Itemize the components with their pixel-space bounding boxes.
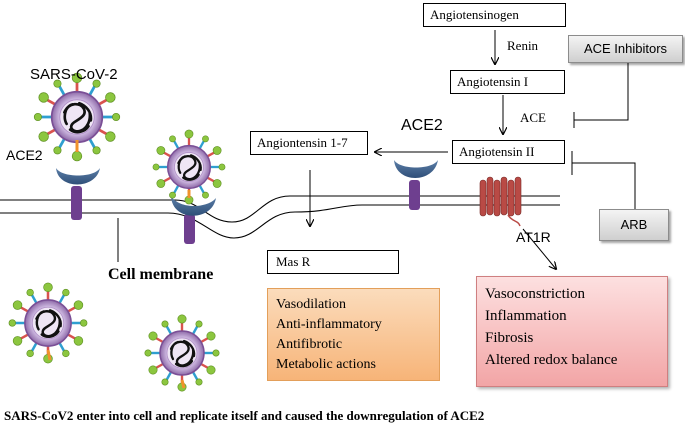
protective-effect-item: Antifibrotic (276, 337, 343, 352)
harmful-effect-item: Fibrosis (485, 330, 534, 346)
angiotensin-ii-box: Angiotensin II (452, 140, 565, 164)
arb-line (572, 162, 636, 209)
membrane-inner-line (0, 204, 560, 239)
harmful-effect-item: Altered redox balance (485, 352, 618, 368)
ace-inhibitor-line (574, 63, 629, 121)
protective-effect-item: Vasodilation (276, 297, 346, 312)
ace2-label-left: ACE2 (6, 147, 43, 163)
mas-r-box: Mas R (267, 250, 399, 274)
spike-stems (46, 140, 191, 389)
figure-caption: SARS-CoV2 enter into cell and replicate … (4, 408, 485, 423)
angiotensin-1-7-box: Angiontensin 1-7 (250, 131, 368, 155)
renin-label: Renin (507, 38, 539, 53)
ace-label: ACE (520, 110, 546, 125)
sars-cov-2-label: SARS-CoV-2 (30, 66, 118, 83)
harmful-effects-box: Vasoconstriction Inflammation Fibrosis A… (476, 276, 668, 387)
virus-icon-bottom-middle (143, 313, 221, 393)
ace2-receptor-left (56, 168, 100, 220)
ace2-label-right: ACE2 (401, 117, 443, 134)
cell-membrane-label: Cell membrane (108, 266, 214, 283)
ace-inhibitors-box: ACE Inhibitors (568, 35, 683, 63)
arb-box: ARB (599, 209, 669, 241)
angiotensin-i-box: Angiotensin I (450, 70, 565, 94)
at1r-label: AT1R (516, 229, 551, 245)
protective-effects-box: Vasodilation Anti-inflammatory Antifibro… (267, 288, 440, 381)
at1r-receptor (479, 176, 522, 227)
harmful-effect-item: Inflammation (485, 308, 567, 324)
protective-effect-item: Metabolic actions (276, 357, 376, 372)
harmful-effect-item: Vasoconstriction (485, 286, 585, 302)
angiotensinogen-box: Angiotensinogen (423, 3, 566, 27)
protective-effect-item: Anti-inflammatory (276, 317, 382, 332)
at1r-arrow (522, 228, 556, 269)
membrane-outer-line (0, 195, 560, 223)
ace2-receptor-right (394, 160, 438, 210)
ace2-receptor-middle (171, 196, 216, 244)
